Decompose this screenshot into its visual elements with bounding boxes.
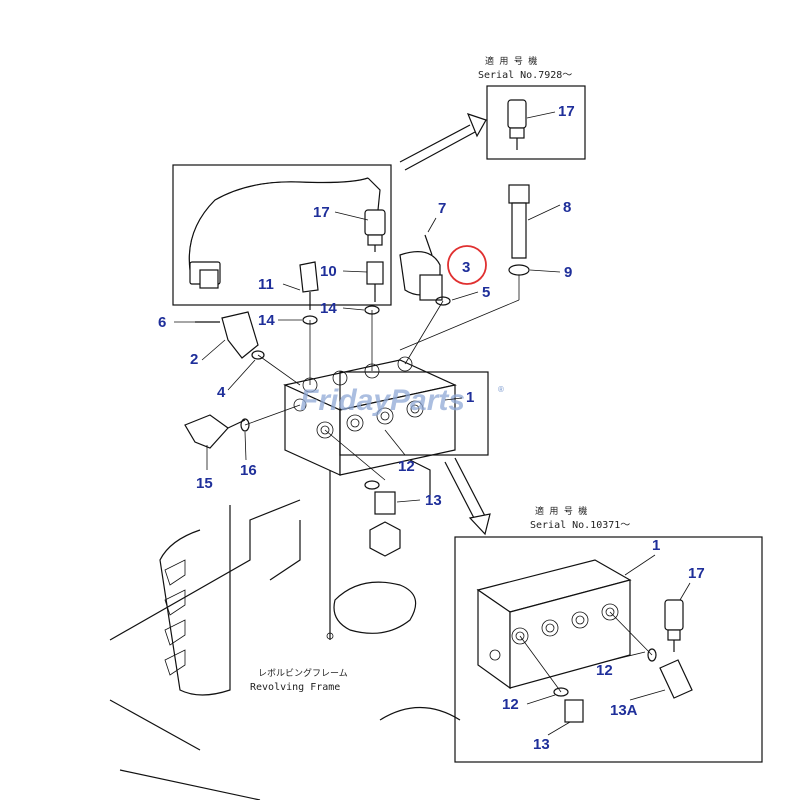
callout-17: 17 bbox=[313, 204, 330, 221]
callout-15: 15 bbox=[196, 475, 213, 492]
callout-10: 10 bbox=[320, 263, 337, 280]
callout-13: 13 bbox=[425, 492, 442, 509]
top-inset-serial: Serial No.7928～ bbox=[478, 70, 572, 81]
callout-12: 12 bbox=[398, 458, 415, 475]
parts-exploded bbox=[184, 184, 530, 515]
callout-16: 16 bbox=[240, 462, 257, 479]
callout-7: 7 bbox=[438, 200, 446, 217]
revolving-frame bbox=[109, 459, 461, 800]
valve-block bbox=[283, 356, 489, 476]
callouts: 1 1 2 3 4 5 6 7 8 9 10 11 12 12 12 13 13… bbox=[158, 103, 705, 753]
frame-label-en: Revolving Frame bbox=[250, 682, 340, 693]
callout-1b: 1 bbox=[652, 537, 660, 554]
watermark-mark: ® bbox=[498, 385, 504, 394]
callout-2: 2 bbox=[190, 351, 198, 368]
callout-leaders bbox=[174, 111, 691, 736]
watermark-brand: FridayParts bbox=[300, 384, 465, 417]
callout-5: 5 bbox=[482, 284, 490, 301]
callout-3: 3 bbox=[462, 259, 470, 276]
bottom-inset: 適 用 号 機 Serial No.10371～ bbox=[454, 505, 763, 763]
callout-14b: 14 bbox=[320, 300, 337, 317]
callout-9: 9 bbox=[564, 264, 572, 281]
callout-1: 1 bbox=[466, 389, 474, 406]
callout-6: 6 bbox=[158, 314, 166, 331]
callout-17c: 17 bbox=[688, 565, 705, 582]
bottom-inset-serial: Serial No.10371～ bbox=[530, 520, 630, 531]
callout-14: 14 bbox=[258, 312, 275, 329]
callout-8: 8 bbox=[563, 199, 571, 216]
callout-4: 4 bbox=[217, 384, 226, 401]
frame-label-jp: レボルビングフレーム bbox=[258, 667, 348, 679]
top-inset-heading: 適 用 号 機 bbox=[485, 55, 537, 67]
harness-inset bbox=[172, 164, 392, 306]
watermark: FridayParts ® bbox=[300, 384, 504, 417]
callout-17b: 17 bbox=[558, 103, 575, 120]
arrow-to-top-inset bbox=[399, 113, 487, 171]
highlight-circle bbox=[447, 245, 487, 285]
bottom-inset-heading: 適 用 号 機 bbox=[535, 505, 587, 517]
callout-12b: 12 bbox=[502, 696, 519, 713]
arrow-to-bottom-inset bbox=[444, 457, 491, 536]
top-inset: 適 用 号 機 Serial No.7928～ bbox=[478, 55, 586, 160]
frame-label: レボルビングフレーム Revolving Frame bbox=[250, 667, 348, 693]
callout-13a: 13A bbox=[610, 702, 638, 719]
callout-11: 11 bbox=[258, 276, 274, 293]
callout-12c: 12 bbox=[596, 662, 613, 679]
callout-13b: 13 bbox=[533, 736, 550, 753]
